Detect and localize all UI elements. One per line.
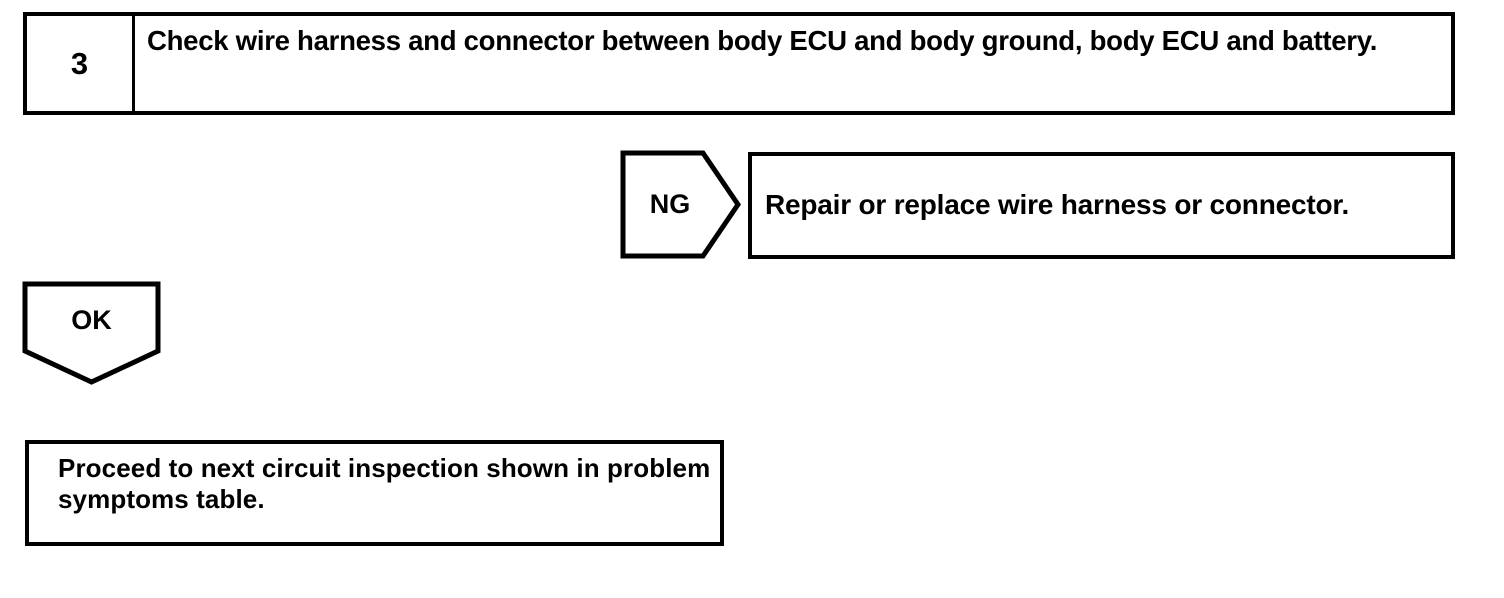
ok-arrow-shape: [22, 281, 161, 385]
ng-arrow-shape: [620, 150, 741, 259]
ng-result-box: Repair or replace wire harness or connec…: [748, 152, 1455, 259]
ng-result-text: Repair or replace wire harness or connec…: [765, 189, 1350, 221]
ok-result-text: Proceed to next circuit inspection shown…: [58, 453, 711, 515]
step-number: 3: [70, 46, 89, 81]
step-instruction-text: Check wire harness and connector between…: [147, 25, 1378, 56]
step-number-cell: 3: [27, 16, 135, 111]
ok-result-box: Proceed to next circuit inspection shown…: [25, 440, 724, 546]
step-instruction-cell: Check wire harness and connector between…: [135, 16, 1451, 111]
step-row: 3 Check wire harness and connector betwe…: [23, 12, 1455, 115]
